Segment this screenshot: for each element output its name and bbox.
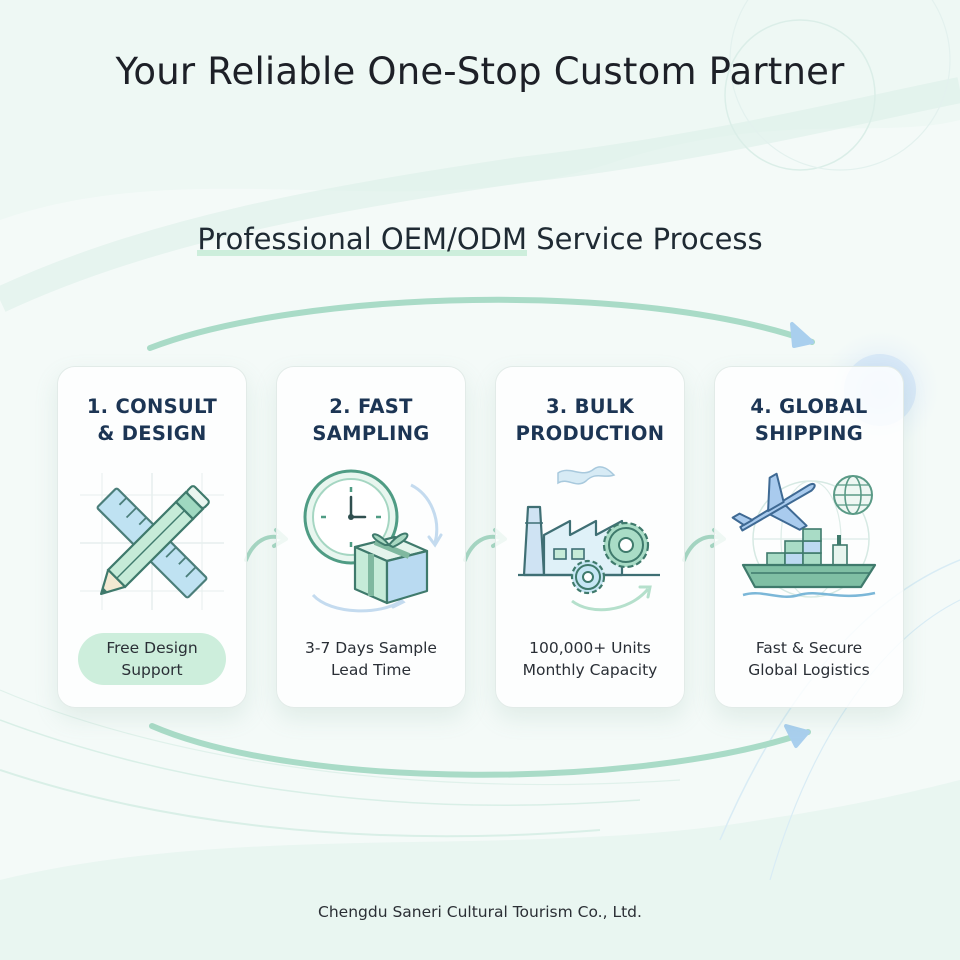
bottom-flow-arrow [149,723,811,778]
step-title: 1. CONSULT & DESIGN [86,395,218,445]
step-description: Fast & Secure Global Logistics [748,639,870,679]
step-title: 3. BULK PRODUCTION [515,395,665,445]
plane-ship-icon [731,472,877,598]
step-description: 100,000+ Units Monthly Capacity [522,639,658,679]
step-title: 2. FAST SAMPLING [312,395,430,445]
step-card-global-shipping: 4. GLOBAL SHIPPING Fast & S [714,366,904,708]
bottom-flow-arrowhead [784,724,810,748]
globe-icon [833,475,873,515]
pencil-ruler-icon [80,473,224,610]
section-subtitle: Professional OEM/ODM Service Process [0,222,960,256]
top-flow-arrow [147,296,815,351]
subtitle-highlight: Professional OEM/ODM [197,222,527,256]
subtitle-rest: Service Process [527,222,763,256]
page-title: Your Reliable One-Stop Custom Partner [115,50,845,93]
step-card-consult-design: 1. CONSULT & DESIGN Free [57,366,247,708]
factory-gears-icon [518,466,660,612]
top-flow-arrowhead [790,322,814,348]
step-title: 4. GLOBAL SHIPPING [750,395,868,445]
step-description: 3-7 Days Sample Lead Time [305,639,437,679]
airplane-icon [731,472,816,532]
company-name: Chengdu Saneri Cultural Tourism Co., Ltd… [318,903,642,921]
step-card-fast-sampling: 2. FAST SAMPLING 3-7 Days Sample Lead Ti… [276,366,466,708]
free-design-badge: Free Design Support [78,633,226,685]
clock-box-icon [303,469,443,613]
step-card-bulk-production: 3. BULK PRODUCTION 100,000+ Units Monthl… [495,366,685,708]
